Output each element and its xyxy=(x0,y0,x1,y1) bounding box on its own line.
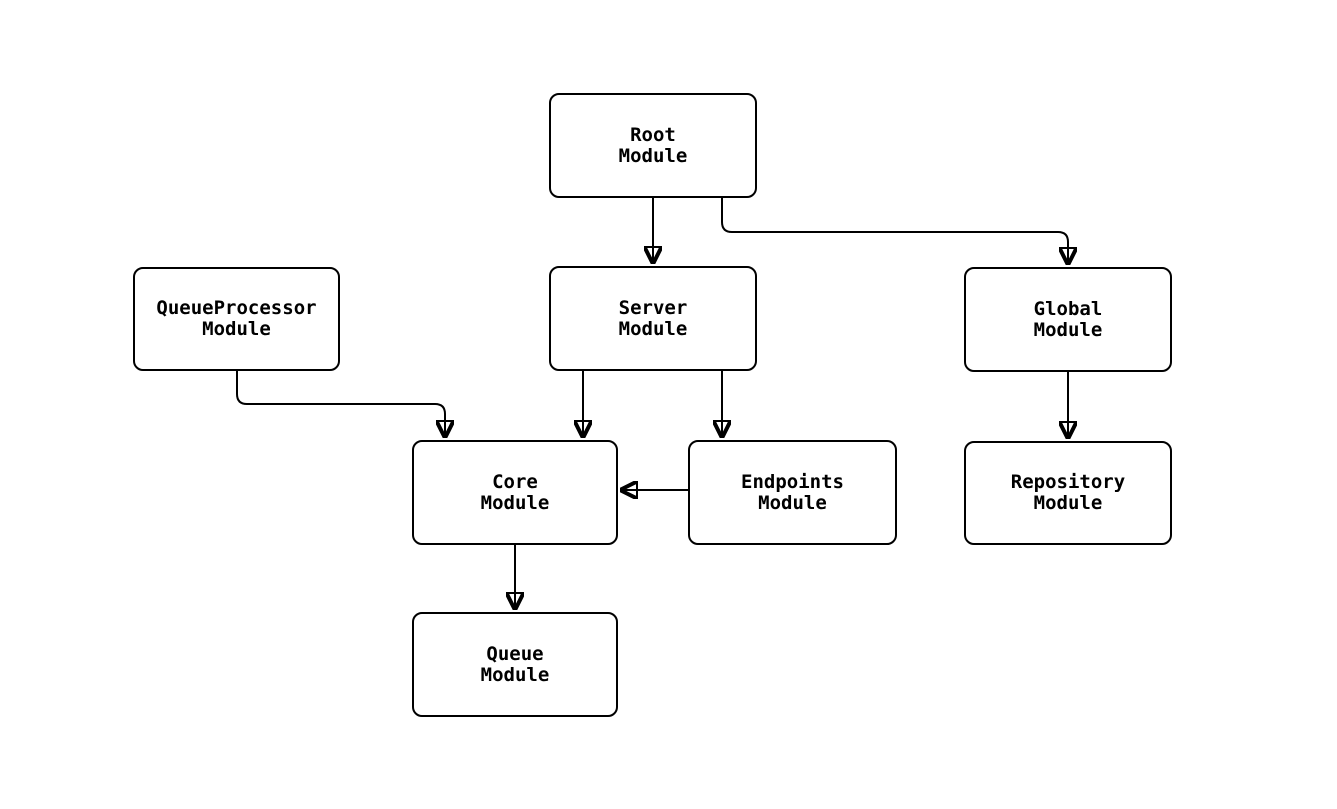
node-global-module-label: Global Module xyxy=(1033,297,1103,341)
node-root-module-label: Root Module xyxy=(618,123,688,167)
node-core-module-label: Core Module xyxy=(480,470,550,514)
node-queue-module: Queue Module xyxy=(412,612,618,717)
node-endpoints-module-label: Endpoints Module xyxy=(741,470,844,514)
edge-root-to-global xyxy=(721,198,1068,262)
node-queueprocessor-module: QueueProcessor Module xyxy=(133,267,340,371)
node-repository-module: Repository Module xyxy=(964,441,1172,545)
node-queue-module-label: Queue Module xyxy=(480,642,550,686)
node-endpoints-module: Endpoints Module xyxy=(688,440,897,545)
node-server-module: Server Module xyxy=(549,266,757,371)
node-server-module-label: Server Module xyxy=(618,296,688,340)
node-repository-module-label: Repository Module xyxy=(1010,471,1126,514)
node-global-module: Global Module xyxy=(964,267,1172,372)
edge-queueprocessor-to-core xyxy=(236,371,445,435)
node-core-module: Core Module xyxy=(412,440,618,545)
node-root-module: Root Module xyxy=(549,93,757,198)
node-queueprocessor-module-label: QueueProcessor Module xyxy=(156,297,317,340)
